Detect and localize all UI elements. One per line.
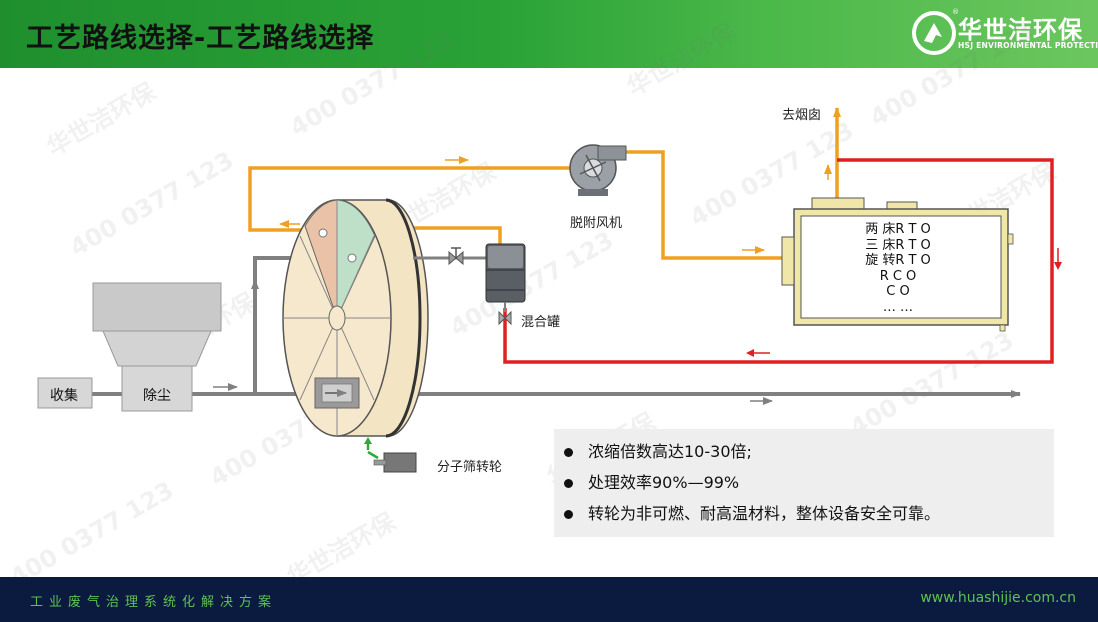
collect-label: 收集 [50,388,78,404]
rto-unit [781,197,1014,332]
treatment-option: R C O [879,268,917,284]
mix-tank-label: 混合罐 [521,315,561,330]
registered-mark: ® [952,8,959,16]
treatment-option: 两 床R T O [865,222,931,237]
treatment-option: … … [882,299,914,315]
hot-air-return-line [503,158,1062,364]
feature-panel: 浓缩倍数高达10-30倍; 处理效率90%—99% 转轮为非可燃、耐高温材料，整… [554,429,1054,537]
treatment-option: C O [886,284,910,299]
website-link[interactable]: www.huashijie.com.cn [920,590,1076,606]
dust-removal-label: 除尘 [143,388,171,404]
mix-tank [485,243,526,326]
page-title: 工艺路线选择-工艺路线选择 [26,23,375,54]
treatment-options-list: 两 床R T O 三 床R T O 旋 转R T O R C O C O … … [800,222,996,315]
brand-name: 华世洁环保 [958,16,1083,44]
footer-slogan: 工业废气治理系统化解决方案 [30,595,278,610]
chimney-label: 去烟囱 [782,108,822,123]
desorption-line [248,107,841,260]
dust-collector [37,282,222,412]
treatment-option: 三 床R T O [865,237,931,253]
treatment-option: 旋 转R T O [865,253,931,268]
valve-icon [413,247,486,266]
footer-bar: 工业废气治理系统化解决方案 www.huashijie.com.cn [0,577,1098,622]
process-diagram [37,107,1062,473]
logo-icon [912,11,956,55]
fan-icon [569,144,627,196]
feature-item: 处理效率90%—99% [562,472,1054,503]
feature-item: 浓缩倍数高达10-30倍; [562,441,1054,472]
fan-label: 脱附风机 [570,216,623,231]
header-bar: 工艺路线选择-工艺路线选择 ® 华世洁环保 HSJ ENVIRONMENTAL … [0,0,1098,68]
rotor-label: 分子筛转轮 [437,460,503,475]
feature-item: 转轮为非可燃、耐高温材料，整体设备安全可靠。 [562,503,1054,534]
rotor-drive-motor [364,437,417,473]
brand-name-en: HSJ ENVIRONMENTAL PROTECTION [958,41,1098,50]
zeolite-rotor [282,198,429,438]
feature-list: 浓缩倍数高达10-30倍; 处理效率90%—99% 转轮为非可燃、耐高温材料，整… [554,429,1054,534]
